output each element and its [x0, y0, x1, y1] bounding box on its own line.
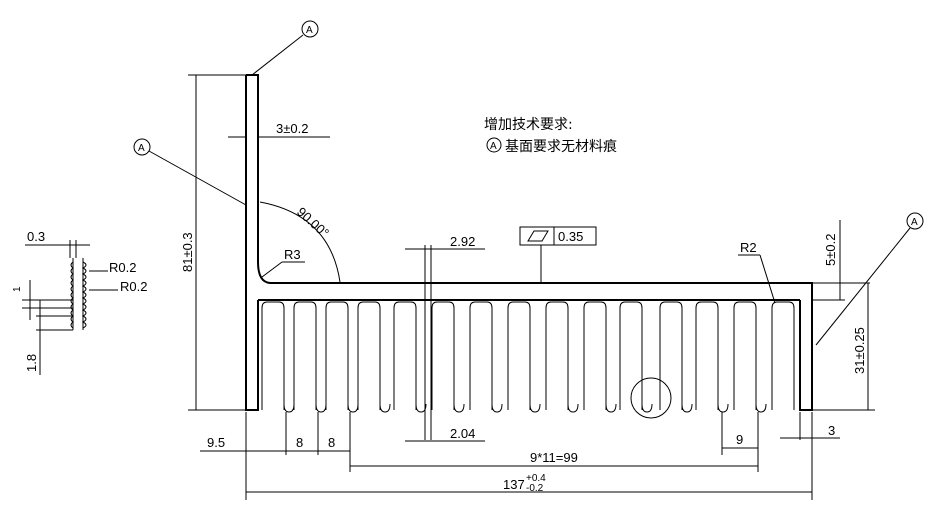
fin-root	[605, 403, 617, 413]
fin-slot	[771, 301, 795, 410]
dim-fin-gap-text: 2.92	[450, 234, 475, 249]
fin-root	[315, 403, 327, 413]
fin-slot	[733, 301, 757, 410]
tech-req-title: 增加技术要求:	[484, 117, 573, 133]
dim-fin-height: 31±0.25	[812, 283, 875, 411]
detail-w-text: 0.3	[27, 229, 45, 244]
detail-circle	[630, 377, 672, 419]
fin-root	[379, 403, 391, 413]
fin-root	[529, 403, 541, 413]
datum-a-label-1: A	[306, 25, 313, 36]
fin-slot	[507, 301, 531, 410]
dim-overall-tol-plus: +0.4	[526, 473, 546, 484]
heatsink-profile	[245, 74, 813, 413]
dim-height: 81±0.3	[180, 74, 246, 411]
dim-height-text: 81±0.3	[180, 232, 195, 272]
fin-slot	[695, 301, 719, 410]
dim-overall-tol-minus: -0.2	[526, 483, 544, 494]
fin-root	[755, 403, 767, 413]
fin-slot	[659, 301, 683, 410]
dim-r2: R2	[738, 240, 776, 304]
detail-view: 0.3 R0.2 R0.2 1 1.8	[12, 229, 147, 375]
fin-slot	[261, 301, 285, 410]
fin-root	[347, 403, 359, 413]
datum-a-label-2: A	[138, 143, 145, 154]
dim-r3-text: R3	[284, 247, 301, 262]
fin-root	[567, 403, 579, 413]
dim-fin-height-text: 31±0.25	[852, 327, 867, 374]
fin-slot	[545, 301, 569, 410]
detail-r2-text: R0.2	[120, 279, 147, 294]
flatness-text: 0.35	[558, 229, 583, 244]
tech-req-item-1: 基面要求无材料痕	[505, 138, 617, 155]
fin-slot	[325, 301, 349, 410]
dim-left-offset-text: 9.5	[207, 435, 225, 450]
dim-r2-text: R2	[740, 240, 757, 255]
fin-root	[283, 403, 295, 413]
dim-pitch-a-text: 8	[296, 435, 303, 450]
fin-root	[415, 403, 427, 413]
fin-slot	[619, 301, 643, 410]
dim-base-thk-text: 5±0.2	[823, 234, 838, 266]
datum-a-label-note: A	[490, 141, 497, 152]
dim-pitch-c-text: 9	[736, 432, 743, 447]
dim-bottom: 9.5 8 8 2.04 9*11=99 9 3 137 +0.4 -0.2	[200, 412, 840, 500]
dim-wall-thickness: 3±0.2	[228, 121, 330, 138]
dim-fin-gap: 2.92	[405, 234, 485, 440]
detail-d1-text: 1	[12, 286, 23, 292]
datum-balloons: A A A A	[133, 20, 924, 346]
fin-slot	[393, 301, 417, 410]
detail-d2-text: 1.8	[24, 354, 39, 372]
detail-r1-text: R0.2	[109, 260, 136, 275]
fin-root	[717, 403, 729, 413]
flatness-frame: 0.35	[519, 226, 597, 283]
fin-root	[491, 403, 503, 413]
fin-slots	[261, 301, 795, 413]
fin-slot	[293, 301, 317, 410]
dim-end-thk-text: 3	[828, 423, 835, 438]
dim-angle-text: 90.00°	[294, 204, 332, 240]
dim-pitch-b-text: 8	[328, 435, 335, 450]
datum-a-label-3: A	[911, 217, 918, 228]
fin-root	[641, 403, 653, 413]
fin-slot	[469, 301, 493, 410]
dim-base-thk: 5±0.2	[812, 220, 870, 301]
dim-wall-thickness-text: 3±0.2	[276, 121, 308, 136]
fin-slot	[583, 301, 607, 410]
dim-fin-thk-text: 2.04	[450, 426, 475, 441]
dim-r3: R3	[261, 247, 305, 278]
fin-slot	[431, 301, 455, 410]
fin-slot	[357, 301, 381, 410]
dim-pitch-total-text: 9*11=99	[530, 450, 578, 465]
fin-root	[453, 403, 465, 413]
dim-overall-text: 137	[503, 477, 525, 492]
fin-root	[681, 403, 693, 413]
